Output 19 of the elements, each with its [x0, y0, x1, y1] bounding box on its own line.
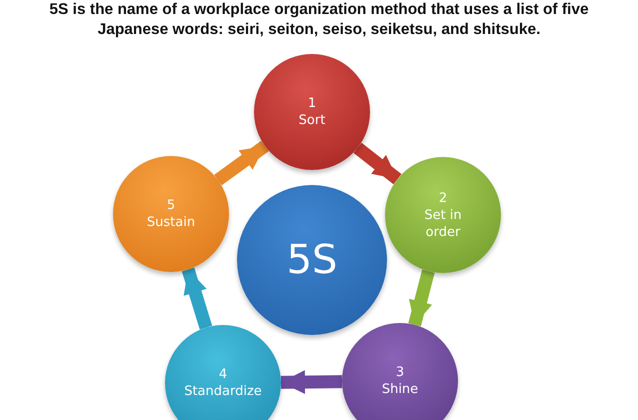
step-label: Set in order: [423, 206, 463, 240]
step-number: 1: [308, 95, 316, 112]
step-label: Sustain: [146, 214, 196, 231]
center-label: 5S: [286, 238, 338, 282]
block-arrow: [354, 142, 402, 184]
step-number: 3: [396, 364, 404, 381]
step-circle: [342, 323, 458, 420]
step-label: Standardize: [184, 383, 262, 400]
step-circle: [254, 54, 370, 170]
block-arrow: [280, 370, 342, 394]
block-arrow: [182, 268, 212, 330]
step-circle: [165, 325, 281, 420]
step-number: 2: [438, 190, 448, 206]
title: 5S is the name of a workplace organization method that uses a list of five Japanese words: seiri, seiton, seiso, seiketsu, and shitsuke.: [48, 0, 590, 40]
step-label: Shine: [382, 381, 418, 398]
step-number: 4: [218, 366, 228, 383]
step-number: 5: [166, 197, 176, 214]
block-arrow: [408, 270, 435, 326]
step-label: Sort: [298, 112, 326, 129]
